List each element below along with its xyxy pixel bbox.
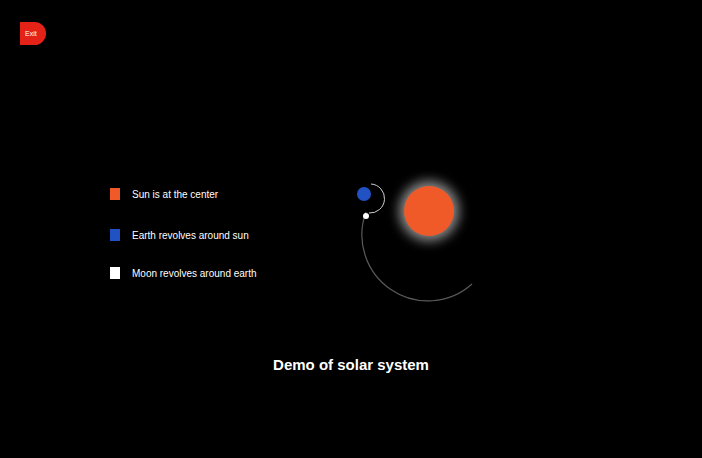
legend-item: Earth revolves around sun <box>110 229 249 241</box>
caption: Demo of solar system <box>0 356 702 373</box>
moon-orbit <box>369 184 385 213</box>
sun <box>404 186 454 236</box>
exit-button: Exit <box>20 22 46 45</box>
moon <box>363 213 369 219</box>
button-fill <box>20 22 46 45</box>
button-label: Exit <box>25 30 46 37</box>
legend-swatch <box>110 267 120 279</box>
legend-swatch <box>110 229 120 241</box>
earth <box>357 187 371 201</box>
legend-swatch <box>110 188 120 200</box>
legend-label: Sun is at the center <box>132 189 218 200</box>
legend-item: Moon revolves around earth <box>110 267 257 279</box>
sun-glow <box>399 181 459 241</box>
legend-item: Sun is at the center <box>110 188 218 200</box>
legend-label: Earth revolves around sun <box>132 230 249 241</box>
legend-label: Moon revolves around earth <box>132 268 257 279</box>
